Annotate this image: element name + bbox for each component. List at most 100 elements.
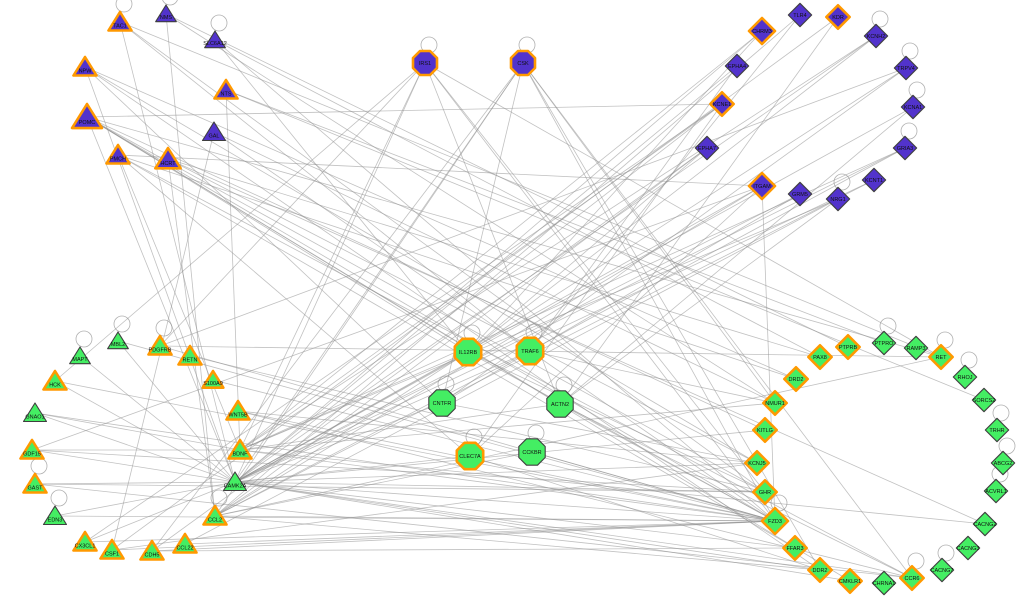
triangle-purple-shape[interactable] [155, 4, 177, 23]
triangle-green-shape[interactable] [139, 539, 165, 561]
triangle-green-shape[interactable] [22, 472, 48, 494]
diamond-green-shape[interactable] [871, 570, 897, 596]
node-gnao1[interactable]: GNAO1 [22, 402, 48, 423]
node-kcnh2[interactable]: KCNH2 [863, 23, 889, 49]
node-trpv4[interactable]: TRPV4 [893, 55, 919, 81]
node-gal[interactable]: GAL [201, 121, 227, 142]
diamond-green-shape[interactable] [984, 417, 1010, 443]
node-ret[interactable]: RET [927, 343, 955, 371]
triangle-purple-shape[interactable] [201, 121, 227, 142]
node-ddr2[interactable]: DDR2 [806, 556, 834, 584]
node-nms[interactable]: NMS [155, 4, 177, 23]
diamond-purple-shape[interactable] [892, 135, 918, 161]
node-traf6[interactable]: TRAF6 [515, 336, 545, 366]
triangle-green-shape[interactable] [225, 399, 251, 421]
triangle-green-shape[interactable] [22, 402, 48, 423]
triangle-green-shape[interactable] [42, 505, 68, 526]
node-actn2[interactable]: ACTN2 [546, 390, 574, 418]
diamond-purple-shape[interactable] [863, 23, 889, 49]
diamond-green-shape[interactable] [983, 478, 1009, 504]
node-gast[interactable]: GAST [22, 472, 48, 494]
triangle-green-shape[interactable] [42, 369, 68, 391]
node-ffar3[interactable]: FFAR3 [781, 534, 809, 562]
triangle-green-shape[interactable] [202, 504, 228, 526]
triangle-purple-shape[interactable] [105, 143, 131, 165]
diamond-purple-shape[interactable] [787, 2, 813, 28]
triangle-purple-shape[interactable] [154, 146, 182, 170]
node-tac1[interactable]: TAC1 [107, 10, 133, 32]
node-cx3cl1[interactable]: CX3CL1 [72, 530, 98, 552]
node-s100a9[interactable]: S100A9 [201, 369, 225, 389]
triangle-purple-shape[interactable] [70, 102, 104, 130]
node-mapt[interactable]: MAPT [69, 346, 91, 365]
diamond-green-shape[interactable] [751, 478, 779, 506]
node-cntfr[interactable]: CNTFR [428, 389, 456, 417]
triangle-green-shape[interactable] [172, 532, 198, 554]
octagon-green-shape[interactable] [455, 441, 485, 471]
triangle-green-shape[interactable] [19, 438, 45, 460]
node-pdgfrb[interactable]: PDGFRB [147, 334, 173, 356]
triangle-green-shape[interactable] [227, 438, 253, 460]
diamond-green-shape[interactable] [806, 343, 834, 371]
diamond-green-shape[interactable] [834, 333, 862, 361]
node-pomc[interactable]: POMC [70, 102, 104, 130]
diamond-purple-shape[interactable] [787, 181, 813, 207]
diamond-purple-shape[interactable] [824, 4, 852, 31]
diamond-green-shape[interactable] [782, 365, 810, 393]
node-mbl2[interactable]: MBL2 [107, 331, 129, 350]
node-ptpro[interactable]: PTPRO [871, 330, 897, 356]
triangle-green-shape[interactable] [99, 538, 125, 560]
node-kcna1[interactable]: KCNA1 [900, 94, 926, 120]
node-cacng3[interactable]: CACNG3 [955, 535, 981, 561]
node-kcnt1[interactable]: KCNT1 [861, 167, 887, 193]
node-nrg1[interactable]: NRG1 [825, 186, 851, 212]
node-kdr[interactable]: KDR [824, 4, 852, 31]
diamond-purple-shape[interactable] [694, 135, 720, 161]
node-il12rb[interactable]: IL12RB [453, 337, 483, 367]
triangle-green-shape[interactable] [107, 331, 129, 350]
node-irs1[interactable]: IRS1 [411, 49, 439, 77]
diamond-green-shape[interactable] [929, 557, 955, 583]
node-clec7a[interactable]: CLEC7A [455, 441, 485, 471]
octagon-purple-shape[interactable] [411, 49, 439, 77]
diamond-green-shape[interactable] [781, 534, 809, 562]
node-cacng2[interactable]: CACNG2 [972, 511, 998, 537]
octagon-green-shape[interactable] [546, 390, 574, 418]
node-gdf15[interactable]: GDF15 [19, 438, 45, 460]
diamond-purple-shape[interactable] [893, 55, 919, 81]
triangle-purple-shape[interactable] [204, 30, 226, 49]
diamond-green-shape[interactable] [806, 556, 834, 584]
octagon-purple-shape[interactable] [509, 49, 537, 77]
triangle-green-shape[interactable] [69, 346, 91, 365]
node-gria3[interactable]: GRIA3 [892, 135, 918, 161]
node-npw[interactable]: NPW [72, 55, 98, 77]
diamond-green-shape[interactable] [952, 364, 978, 390]
diamond-green-shape[interactable] [903, 335, 929, 361]
node-ccr6[interactable]: CCR6 [898, 564, 926, 592]
diamond-green-shape[interactable] [927, 343, 955, 371]
node-csk[interactable]: CSK [509, 49, 537, 77]
node-cmklr1[interactable]: CMKLR1 [836, 567, 864, 595]
triangle-green-shape[interactable] [72, 530, 98, 552]
node-epha7[interactable]: EPHA7 [694, 135, 720, 161]
octagon-green-shape[interactable] [515, 336, 545, 366]
node-tlr4[interactable]: TLR4 [787, 2, 813, 28]
node-ccl22[interactable]: CCL22 [172, 532, 198, 554]
triangle-green-shape[interactable] [201, 369, 225, 389]
diamond-purple-shape[interactable] [747, 16, 777, 46]
node-rhoj[interactable]: RHOJ [952, 364, 978, 390]
node-sorcs2[interactable]: SORCS2 [971, 387, 997, 413]
diamond-purple-shape[interactable] [825, 186, 851, 212]
octagon-green-shape[interactable] [428, 389, 456, 417]
triangle-green-shape[interactable] [222, 471, 248, 492]
triangle-purple-shape[interactable] [72, 55, 98, 77]
diamond-green-shape[interactable] [871, 330, 897, 356]
node-abcg2[interactable]: ABCG2 [990, 450, 1016, 476]
diamond-green-shape[interactable] [836, 567, 864, 595]
diamond-green-shape[interactable] [972, 511, 998, 537]
diamond-green-shape[interactable] [761, 389, 789, 417]
node-wnt5b[interactable]: WNT5B [225, 399, 251, 421]
diamond-purple-shape[interactable] [900, 94, 926, 120]
diamond-green-shape[interactable] [990, 450, 1016, 476]
